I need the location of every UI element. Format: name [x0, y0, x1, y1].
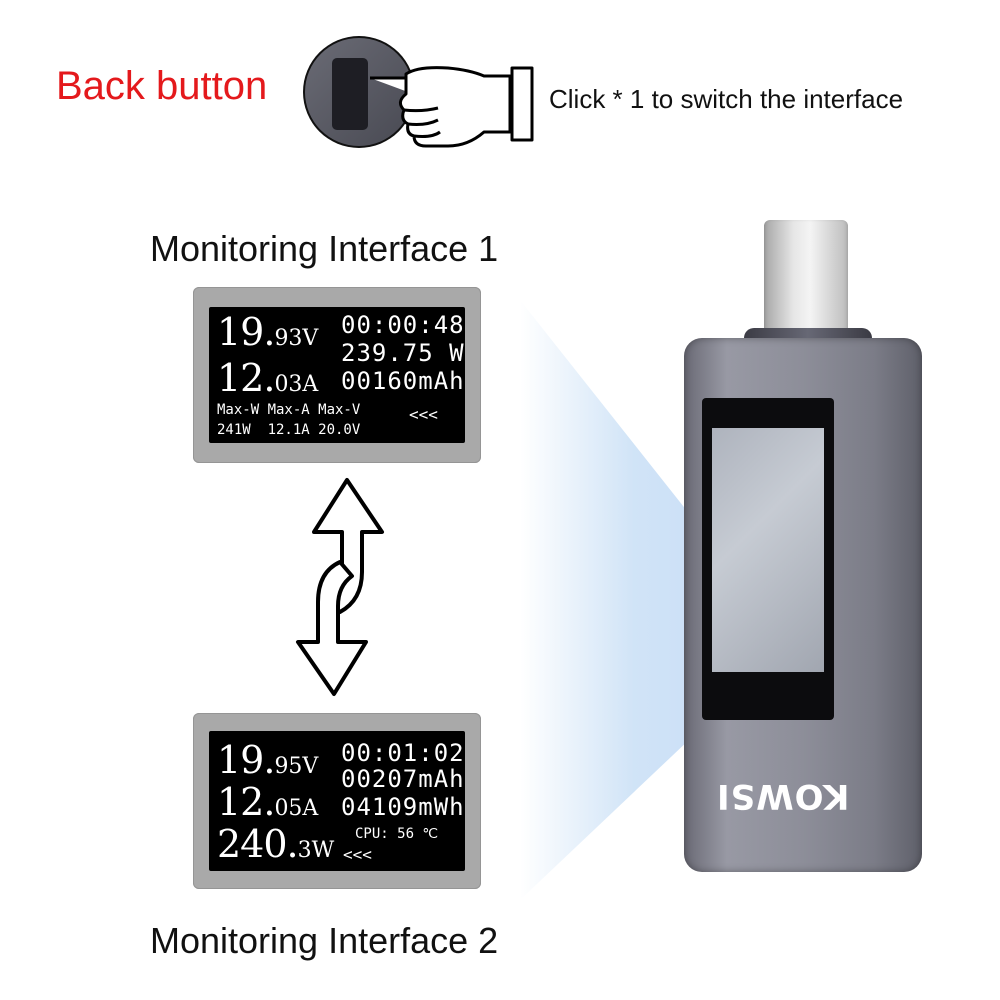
interface2-title: Monitoring Interface 2 — [150, 920, 499, 961]
iface1-max-labels: Max-W Max-A Max-V — [217, 402, 361, 418]
iface1-current-int: 12. — [217, 356, 275, 400]
usb-c-tester-device: KOWSI — [680, 216, 926, 876]
iface2-voltage-int: 19. — [217, 738, 275, 782]
back-button-icon — [298, 28, 546, 154]
iface2-capacity: 00207mAh — [341, 765, 465, 793]
brand-logo: KOWSI — [716, 776, 850, 816]
iface2-cpu-temp: CPU: 56 ℃ — [355, 826, 439, 842]
iface1-voltage-int: 19. — [217, 310, 275, 354]
device-screen — [702, 398, 834, 720]
iface2-power-int: 240. — [217, 822, 299, 866]
pointing-hand-icon — [370, 66, 534, 148]
iface1-capacity: 00160mAh — [341, 367, 465, 395]
iface2-arrows: <<< — [343, 845, 372, 864]
iface2-power-dec: 3W — [297, 838, 335, 863]
device-body: KOWSI — [684, 338, 922, 872]
iface1-time: 00:00:48 — [341, 311, 465, 339]
interface1-title: Monitoring Interface 1 — [150, 228, 499, 269]
interface1-screen: 19.93V 00:00:48 239.75 W 12.03A 00160mAh… — [193, 287, 481, 463]
usb-c-plug — [764, 220, 848, 338]
iface2-current-int: 12. — [217, 780, 275, 824]
swap-arrows-icon — [290, 472, 390, 702]
iface1-voltage-dec: 93V — [274, 326, 319, 351]
iface2-time: 00:01:02 — [341, 739, 465, 767]
iface2-current-dec: 05A — [274, 796, 319, 821]
iface1-current-dec: 03A — [274, 372, 319, 397]
iface1-power: 239.75 W — [341, 339, 465, 367]
back-button-label: Back button — [56, 64, 268, 108]
iface1-max-values: 241W 12.1A 20.0V — [217, 422, 361, 438]
interface2-screen: 19.95V 00:01:02 00207mAh 12.05A 04109mWh… — [193, 713, 481, 889]
switch-instruction: Click * 1 to switch the interface — [549, 84, 904, 114]
iface2-energy: 04109mWh — [341, 793, 465, 821]
iface1-arrows: <<< — [409, 405, 438, 424]
iface2-voltage-dec: 95V — [274, 754, 319, 779]
